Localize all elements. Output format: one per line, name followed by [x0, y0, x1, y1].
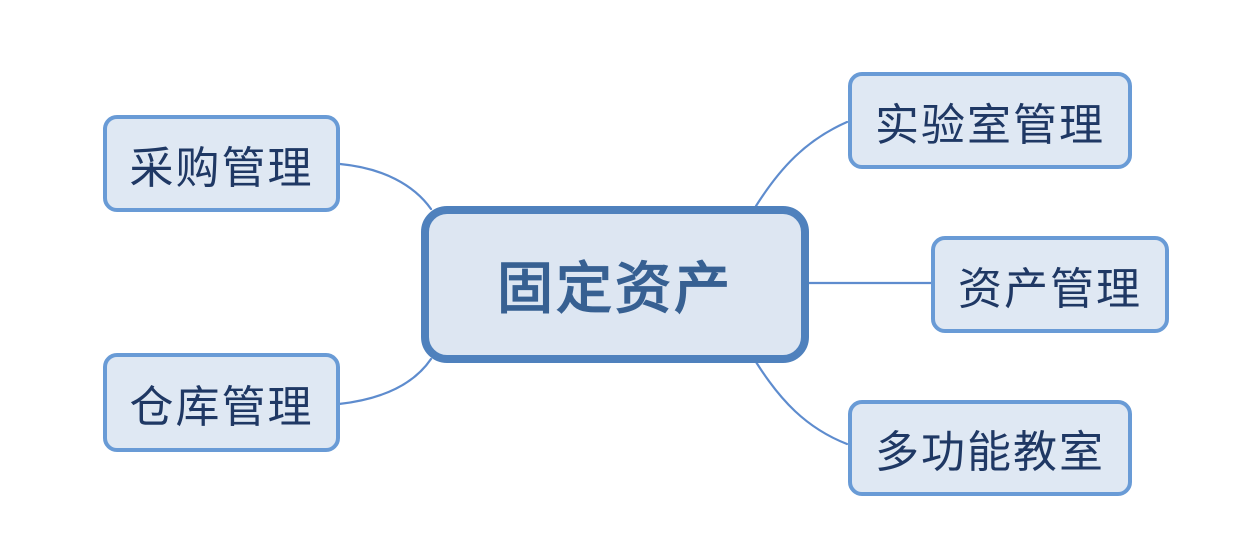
connector-root-lab	[754, 120, 849, 208]
node-classroom-label: 多功能教室	[875, 428, 1105, 477]
node-fixed-assets-label: 固定资产	[497, 257, 733, 320]
connector-root-classroom	[754, 360, 849, 446]
node-asset-label: 资产管理	[958, 264, 1142, 314]
node-warehouse[interactable]: 仓库管理	[103, 353, 340, 452]
node-lab[interactable]: 实验室管理	[848, 72, 1132, 169]
node-fixed-assets[interactable]: 固定资产	[421, 206, 809, 363]
node-purchase-label: 采购管理	[129, 143, 314, 193]
connector-root-warehouse	[337, 357, 433, 406]
connector-root-purchase	[338, 162, 433, 211]
node-asset[interactable]: 资产管理	[931, 236, 1169, 333]
node-purchase[interactable]: 采购管理	[103, 115, 340, 212]
node-lab-label: 实验室管理	[875, 100, 1105, 150]
node-warehouse-label: 仓库管理	[129, 382, 314, 432]
node-classroom[interactable]: 多功能教室	[848, 400, 1132, 496]
